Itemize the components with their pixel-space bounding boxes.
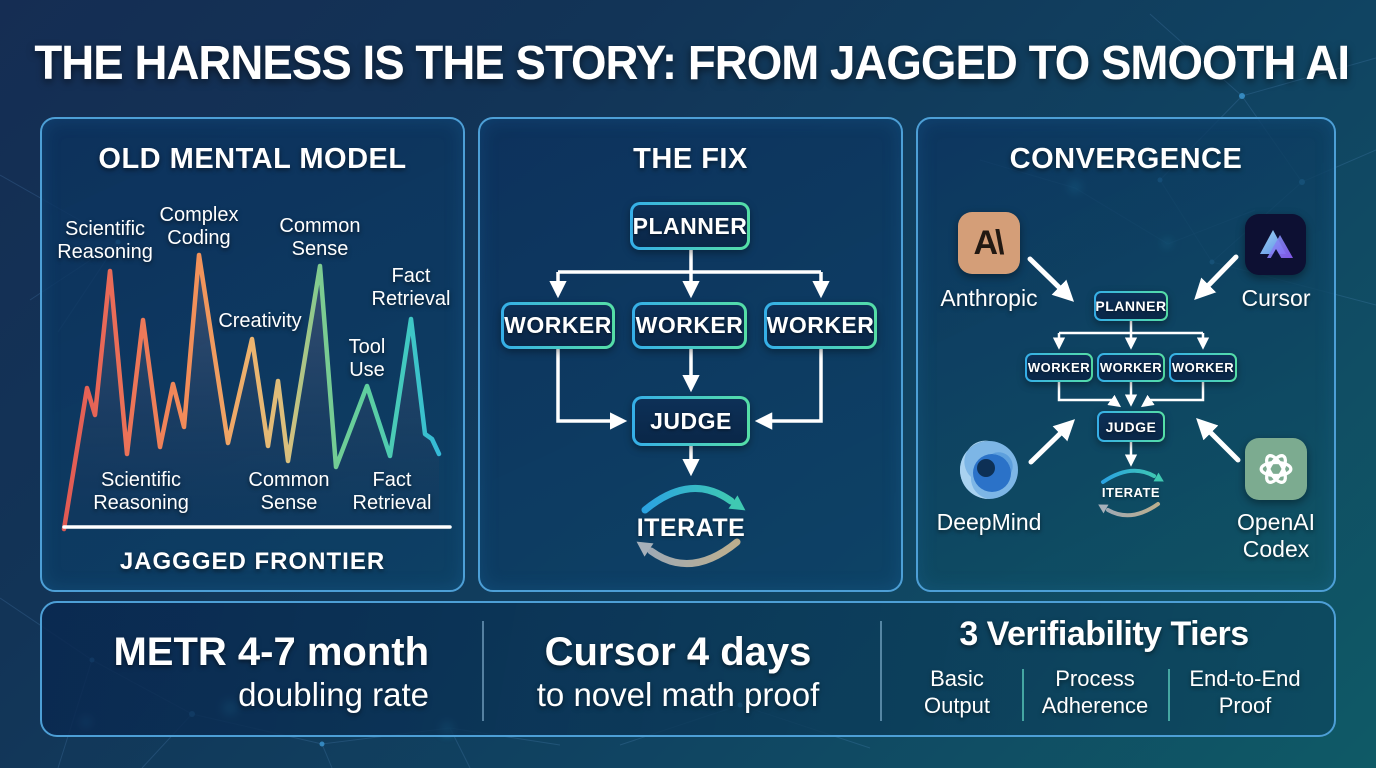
jagged-frontier-chart <box>61 252 452 532</box>
stats-strip: METR 4-7 month doubling rate Cursor 4 da… <box>40 601 1336 737</box>
cursor-arrow <box>1194 254 1239 301</box>
old-mental-model-panel: OLD MENTAL MODEL Scientific Reasoning <box>40 117 465 592</box>
jagged-frontier-caption: JAGGGED FRONTIER <box>119 548 386 575</box>
label-creativity: Creativity <box>218 310 302 332</box>
the-fix-panel: THE FIX PLANNER <box>478 117 903 592</box>
mini-worker-node-3: WORKER <box>1169 353 1237 382</box>
cursor-logo-icon <box>1245 214 1306 275</box>
tier-end-to-end-proof: End-to-End Proof <box>1189 666 1301 718</box>
tier-divider-1 <box>1022 669 1024 721</box>
anthropic-arrow <box>1027 256 1075 302</box>
label-scientific-reasoning-top: Scientific Reasoning <box>57 218 153 263</box>
iterate-label: ITERATE <box>636 514 746 542</box>
iterate-cycle-icon <box>636 484 746 568</box>
mini-iterate-label: ITERATE <box>1101 485 1161 500</box>
planner-node: PLANNER <box>630 202 750 250</box>
page-title: THE HARNESS IS THE STORY: FROM JAGGED TO… <box>34 37 1350 90</box>
worker-node-1: WORKER <box>501 302 615 349</box>
judge-node: JUDGE <box>632 396 750 446</box>
cursor-subline: to novel math proof <box>536 676 820 713</box>
label-complex-coding: Complex Coding <box>159 204 239 249</box>
deepmind-logo-icon <box>958 439 1020 501</box>
convergence-panel: CONVERGENCE <box>916 117 1336 592</box>
tier-divider-2 <box>1168 669 1170 721</box>
tier-basic-output: Basic Output <box>923 666 991 718</box>
label-common-sense-base: Common Sense <box>248 469 330 514</box>
tiers-headline: 3 Verifiability Tiers <box>959 615 1249 653</box>
openai-codex-label: OpenAI Codex <box>1237 509 1315 562</box>
cursor-stat: Cursor 4 days to novel math proof <box>508 629 848 715</box>
convergence-flow-connectors <box>1027 254 1241 518</box>
openai-codex-logo-icon <box>1245 438 1307 500</box>
mini-worker-node-2: WORKER <box>1097 353 1165 382</box>
anthropic-logo-icon: A\ <box>958 212 1020 274</box>
jagged-line-fill <box>64 255 439 529</box>
openai-arrow <box>1196 418 1241 463</box>
metr-subline: doubling rate <box>238 676 429 713</box>
deepmind-label: DeepMind <box>936 509 1042 535</box>
metr-headline: METR 4-7 month <box>113 630 429 674</box>
mini-judge-node: JUDGE <box>1097 411 1165 442</box>
fix-flow-connectors <box>549 250 830 568</box>
jagged-line <box>61 252 442 532</box>
deepmind-arrow <box>1028 419 1076 465</box>
cursor-label: Cursor <box>1241 285 1311 311</box>
label-fact-retrieval-top: Fact Retrieval <box>371 265 451 310</box>
mini-iterate-cycle-icon <box>1098 468 1164 518</box>
anthropic-label: Anthropic <box>940 285 1038 311</box>
strip-divider-1 <box>482 621 484 721</box>
tier-process-adherence: Process Adherence <box>1041 666 1149 718</box>
label-fact-retrieval-base: Fact Retrieval <box>352 469 432 514</box>
label-common-sense-top: Common Sense <box>279 215 361 260</box>
label-tool-use: Tool Use <box>348 336 386 381</box>
strip-divider-2 <box>880 621 882 721</box>
convergence-title: CONVERGENCE <box>1009 143 1243 175</box>
cursor-headline: Cursor 4 days <box>544 630 812 674</box>
mini-worker-node-1: WORKER <box>1025 353 1093 382</box>
fix-title: THE FIX <box>633 143 748 175</box>
mini-planner-node: PLANNER <box>1094 291 1168 321</box>
metr-stat: METR 4-7 month doubling rate <box>97 629 429 715</box>
old-model-title: OLD MENTAL MODEL <box>98 143 407 175</box>
label-scientific-reasoning-base: Scientific Reasoning <box>93 469 189 514</box>
worker-node-2: WORKER <box>632 302 747 349</box>
worker-node-3: WORKER <box>764 302 877 349</box>
